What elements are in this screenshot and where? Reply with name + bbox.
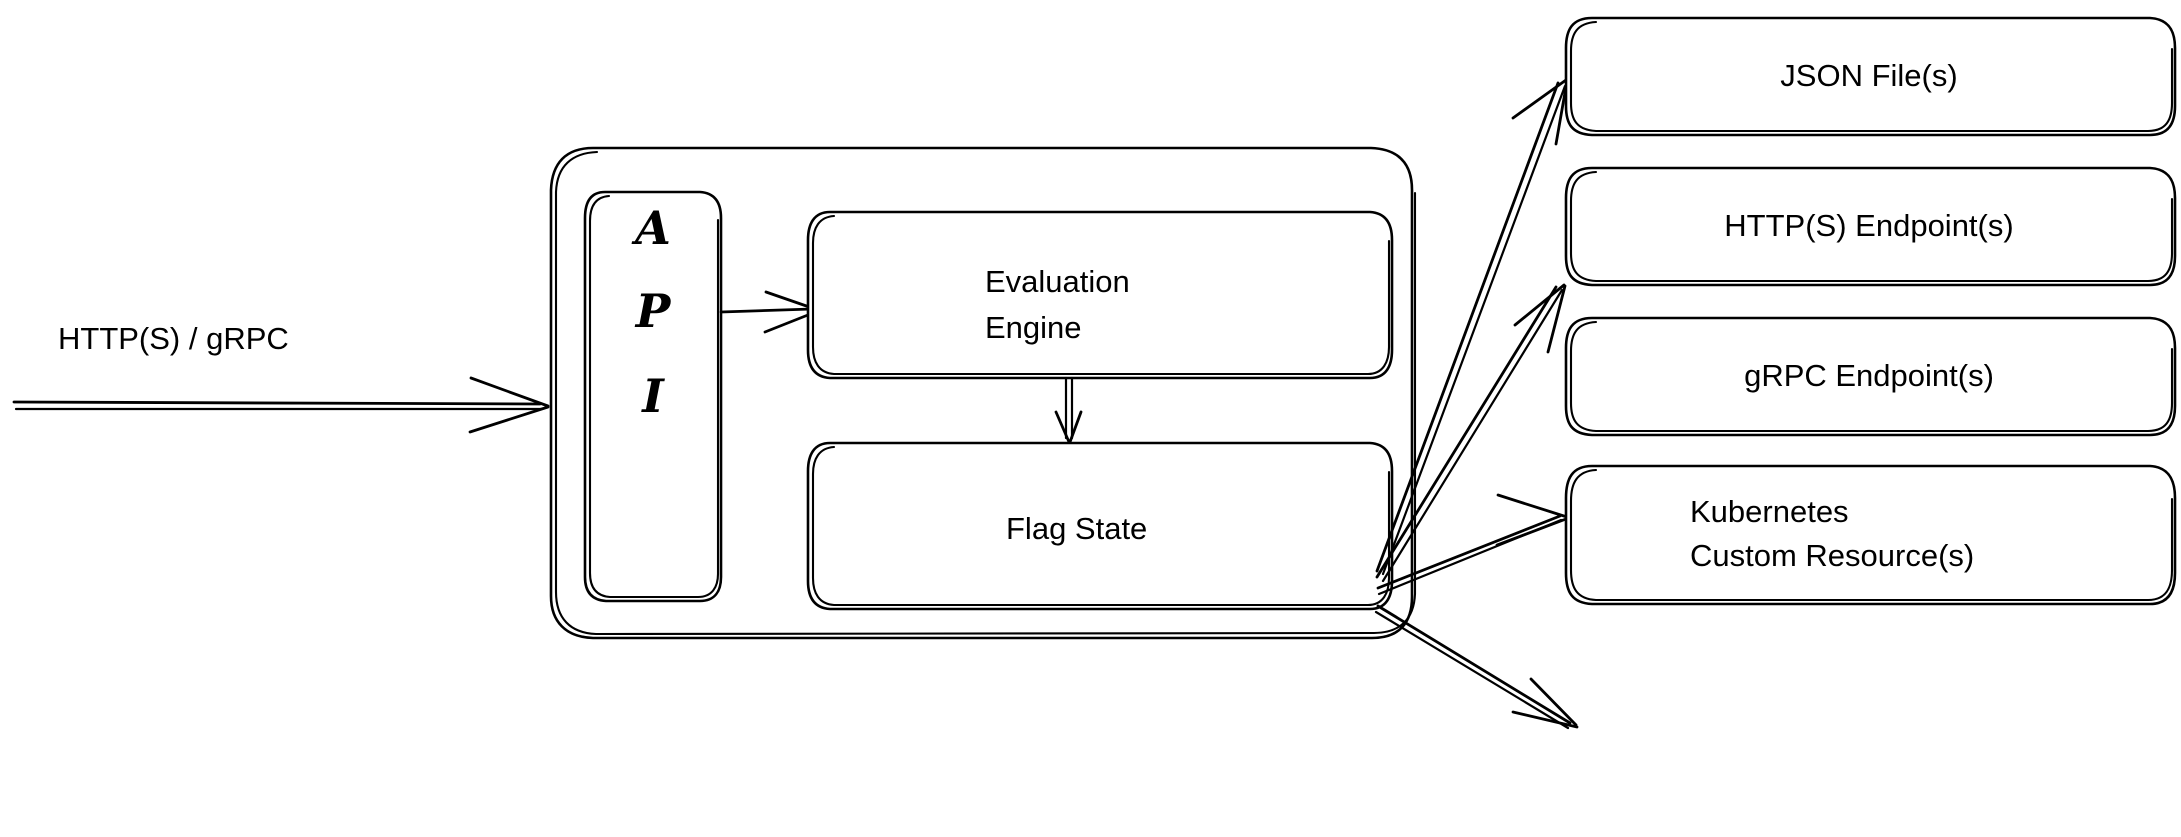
evaluation-engine-to-flag-state-arrow (1054, 376, 1083, 444)
flag-state-to-http-endpoints-arrow (1375, 283, 1567, 583)
flag-state-node[interactable]: Flag State (806, 441, 1394, 611)
k8s-custom-resources-label-line1: Kubernetes (1690, 494, 1849, 529)
flag-state-to-k8s-custom-resources-arrow (1374, 604, 1579, 730)
flag-state-label: Flag State (1006, 511, 1147, 546)
k8s-custom-resources-node[interactable]: Kubernetes Custom Resource(s) (1564, 464, 2177, 606)
api-letter-i: I (640, 369, 665, 423)
json-files-label: JSON File(s) (1780, 58, 1957, 93)
http-endpoints-label: HTTP(S) Endpoint(s) (1724, 208, 2013, 243)
json-files-node[interactable]: JSON File(s) (1564, 16, 2177, 137)
incoming-edge-label: HTTP(S) / gRPC (58, 321, 289, 356)
evaluation-engine-label-line1: Evaluation (985, 264, 1130, 299)
api-letter-a: A (631, 201, 671, 255)
flag-state-to-json-files-arrow (1375, 78, 1569, 576)
http-endpoints-node[interactable]: HTTP(S) Endpoint(s) (1564, 166, 2177, 287)
api-letter-p: P (634, 284, 672, 338)
evaluation-engine-node[interactable]: Evaluation Engine (806, 210, 1394, 380)
grpc-endpoints-node[interactable]: gRPC Endpoint(s) (1564, 316, 2177, 437)
incoming-http-grpc-arrow (12, 376, 550, 434)
flag-state-to-grpc-endpoints-arrow (1376, 493, 1569, 596)
k8s-custom-resources-label-line2: Custom Resource(s) (1690, 538, 1974, 573)
evaluation-engine-label-line2: Engine (985, 310, 1082, 345)
api-node[interactable]: A P I (583, 190, 723, 603)
grpc-endpoints-label: gRPC Endpoint(s) (1744, 358, 1994, 393)
